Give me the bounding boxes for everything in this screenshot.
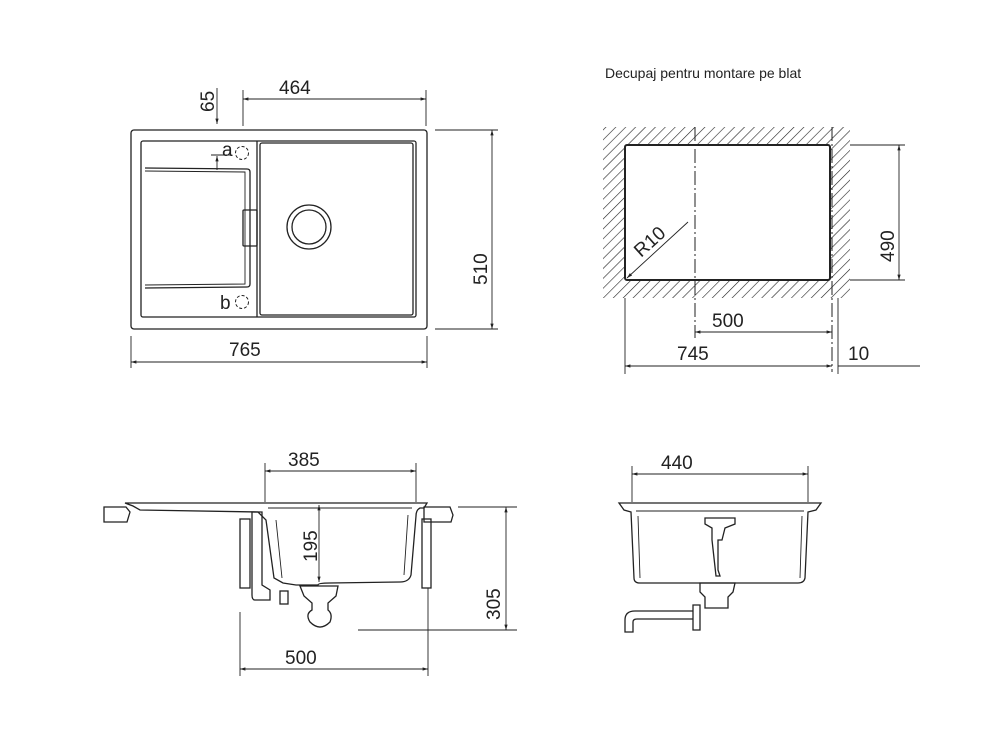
dim-r10: R10 <box>630 223 670 262</box>
dim-65: 65 <box>198 91 219 112</box>
bowl-front-section <box>617 502 823 584</box>
bowl-inner-lines <box>636 510 804 579</box>
pipe-nut-front <box>692 604 701 631</box>
dim-385: 385 <box>288 450 320 471</box>
tap-hole-b <box>235 295 249 309</box>
overflow-handle <box>242 209 258 247</box>
cabinet-wall-right <box>421 518 432 589</box>
tap-hole-a <box>235 146 249 160</box>
pipe-nut <box>279 590 289 605</box>
drain-inner <box>291 209 327 245</box>
dim-745: 745 <box>677 344 709 365</box>
dim-305: 305 <box>484 588 505 620</box>
outlet-pipe <box>624 610 693 633</box>
cutout-outline <box>624 144 831 281</box>
countertop-left <box>103 506 131 523</box>
dim-490: 490 <box>878 230 899 262</box>
countertop-right <box>423 506 454 523</box>
dim-500-cutout: 500 <box>712 311 744 332</box>
drain-trap <box>299 585 339 628</box>
dim-464: 464 <box>279 78 311 99</box>
dim-500-side: 500 <box>285 648 317 669</box>
side-section-view: 385 195 305 500 <box>103 450 517 676</box>
label-a: a <box>222 140 233 161</box>
dim-440: 440 <box>661 453 693 474</box>
cutout-view: Decupaj pentru montare pe blat R10 490 5… <box>603 65 920 374</box>
overflow-stem <box>704 517 736 577</box>
sink-section <box>124 502 429 586</box>
overflow-pipe <box>251 511 271 601</box>
dim-765: 765 <box>229 340 261 361</box>
sink-inner-lines <box>268 507 412 579</box>
cutout-title: Decupaj pentru montare pe blat <box>605 65 801 81</box>
countertop-hatch <box>603 127 850 298</box>
bowl-outline <box>259 142 414 316</box>
drain-body <box>699 582 736 609</box>
label-b: b <box>220 293 231 314</box>
cabinet-wall-left <box>239 518 251 589</box>
drain-outer <box>286 204 332 250</box>
front-section-view: 440 <box>617 453 823 633</box>
dim-195: 195 <box>301 530 322 562</box>
top-view: a b 65 464 510 765 <box>130 78 498 368</box>
drainboard-outline <box>144 167 251 289</box>
sink-inner-outline <box>140 140 417 318</box>
dim-510: 510 <box>471 253 492 285</box>
sink-outline <box>130 129 428 330</box>
radius-leader <box>626 221 689 279</box>
drainboard-inner <box>144 170 246 286</box>
dim-10: 10 <box>848 344 869 365</box>
